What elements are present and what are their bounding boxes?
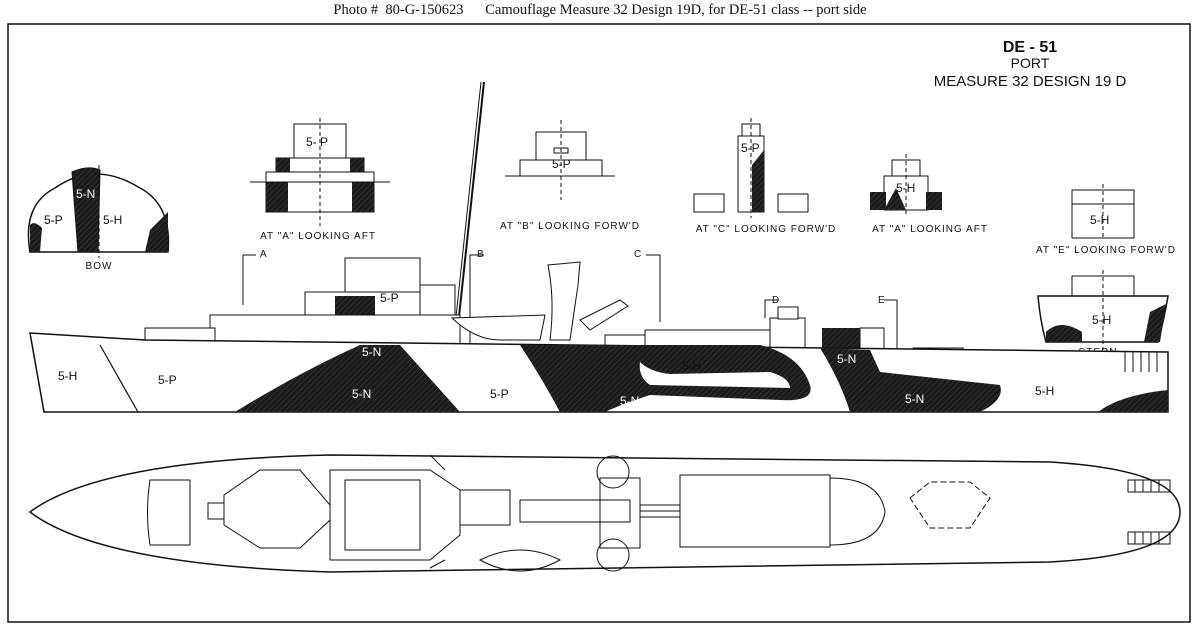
view-b-looking-forward: 5-P AT "B" LOOKING FORW'D	[500, 120, 640, 232]
mast	[452, 81, 485, 346]
hull-zone-5p-fwd: 5-P	[158, 373, 177, 387]
view-e-label: AT "E" LOOKING FORW'D	[1036, 245, 1176, 256]
view-b-zone-5p: 5-P	[552, 157, 571, 171]
bow-label: BOW	[86, 261, 113, 272]
title-block: DE - 51 PORT MEASURE 32 DESIGN 19 D	[934, 39, 1127, 90]
hull-zone-5h-aft: 5-H	[1035, 384, 1054, 398]
view-c-label: AT "C" LOOKING FORW'D	[696, 224, 837, 235]
super-zone-5p: 5-P	[380, 291, 399, 305]
bow-view: 5-P 5-N 5-H BOW	[27, 165, 170, 272]
view-a-looking-aft: 5- P AT "A" LOOKING AFT	[250, 118, 390, 242]
stern-zone-5h: 5-H	[1092, 313, 1111, 327]
hull-zone-5n-aft: 5-N	[905, 392, 924, 406]
view-a-looking-aft-2: 5-H AT "A" LOOKING AFT	[870, 154, 988, 235]
hull-zone-5h-bow: 5-H	[58, 369, 77, 383]
hull-profile: 5-H 5-P 5-P 5-N 5-N 5-P 5-N 5-H 5-N 5-N …	[29, 291, 1169, 413]
view-e-looking-forward: 5-H AT "E" LOOKING FORW'D	[1036, 184, 1176, 256]
bow-zone-5n: 5-N	[76, 187, 95, 201]
photo-caption: Photo # 80-G-150623 Camouflage Measure 3…	[333, 2, 867, 18]
section-mark-e: E	[878, 295, 886, 306]
bow-zone-5h: 5-H	[103, 213, 122, 227]
view-c-looking-forward: 5-P AT "C" LOOKING FORW'D	[693, 118, 837, 235]
drawing-border	[7, 23, 1191, 623]
bow-zone-5p: 5-P	[44, 213, 63, 227]
view-a2-zone-5h: 5-H	[896, 181, 915, 195]
view-e-zone-5h: 5-H	[1090, 213, 1109, 227]
view-a-label: AT "A" LOOKING AFT	[260, 231, 376, 242]
section-mark-a: A	[260, 249, 268, 260]
plan-view	[28, 454, 1181, 573]
measure-design: MEASURE 32 DESIGN 19 D	[934, 73, 1127, 90]
view-c-zone-5p: 5-P	[741, 141, 760, 155]
view-a-zone-5p: 5- P	[306, 135, 328, 149]
hull-zone-5h-mid: 5-H	[682, 359, 701, 373]
hull-zone-5p-mid: 5-P	[490, 387, 509, 401]
ship-number: DE - 51	[1003, 39, 1057, 56]
side-label: PORT	[1011, 55, 1050, 71]
view-b-label: AT "B" LOOKING FORW'D	[500, 221, 640, 232]
section-mark-b: B	[477, 249, 485, 260]
section-mark-d: D	[772, 295, 780, 306]
hull-zone-5n-fwd: 5-N	[352, 387, 371, 401]
section-mark-c: C	[634, 249, 642, 260]
view-a2-label: AT "A" LOOKING AFT	[872, 224, 988, 235]
super-zone-5n: 5-N	[362, 345, 381, 359]
stern-view: 5-H STERN	[1037, 270, 1169, 358]
superstructure	[144, 257, 964, 374]
hull-zone-5n-mid: 5-N	[620, 394, 639, 408]
super-zone-5n-aft: 5-N	[837, 352, 856, 366]
